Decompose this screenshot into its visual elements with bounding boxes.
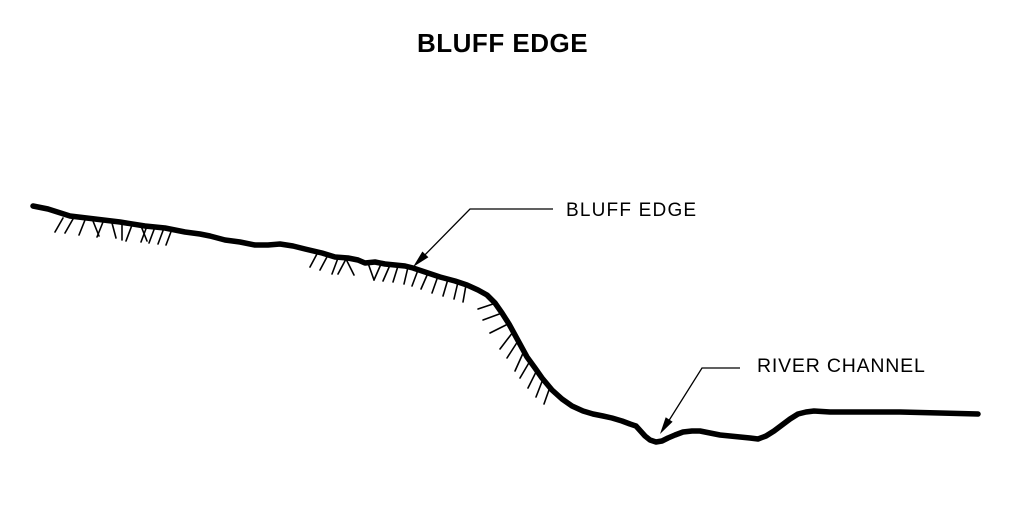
river-channel-label: RIVER CHANNEL: [757, 355, 926, 377]
bluff-edge-leader-line: [415, 208, 553, 265]
hachure-marks-mid-slope: [309, 251, 467, 303]
bluff-edge-arrowhead-icon: [413, 251, 429, 267]
bluff-edge-label: BLUFF EDGE: [566, 200, 698, 221]
hachure-marks-upper-slope: [54, 217, 173, 246]
diagram-title: BLUFF EDGE: [417, 28, 589, 58]
terrain-profile-line: [30, 203, 981, 445]
hachure-marks-bluff-face: [477, 302, 551, 405]
river-channel-arrowhead-icon: [660, 417, 673, 434]
river-channel-leader-line: [662, 367, 740, 431]
